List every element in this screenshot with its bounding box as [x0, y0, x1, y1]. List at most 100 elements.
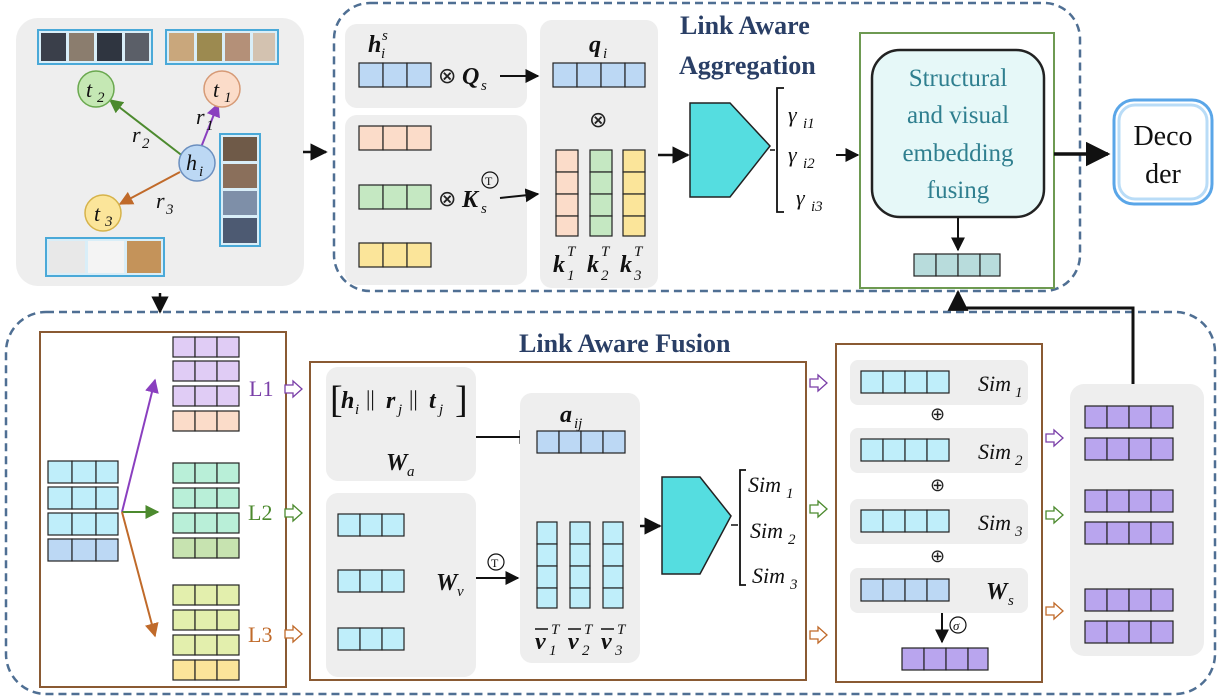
k3-column [622, 149, 646, 237]
wsim1-sub: 1 [1015, 385, 1023, 401]
fusion-output-vector [901, 647, 989, 671]
v2-sub: 2 [582, 643, 590, 659]
key-vector-1 [358, 125, 432, 151]
weighted-vector-ws [860, 578, 950, 602]
sim2-label: Sim [750, 518, 783, 543]
gamma-2-sub: i2 [803, 156, 815, 172]
k3-sub: 3 [633, 268, 642, 284]
Ws-sub: s [1008, 593, 1014, 609]
concat-bracket-left: [ [330, 379, 343, 421]
edge-r1-sub: 1 [206, 118, 214, 134]
fused-embedding-vector [913, 253, 1001, 277]
Ws-label: W [986, 579, 1009, 605]
oplus-3: ⊕ [930, 546, 945, 567]
k2-label: k [587, 252, 599, 278]
weighted-vector-1 [860, 370, 950, 394]
k2-column [589, 149, 613, 237]
image-strip-hi [219, 133, 261, 247]
hs-label: h [368, 32, 381, 58]
Ks-sub: s [481, 201, 487, 217]
v1-label: v [535, 629, 546, 655]
split-arrow-L1 [121, 378, 159, 513]
aggregation-title-2: Aggregation [679, 51, 816, 80]
weight-arrow-L3 [809, 625, 828, 645]
Wa-label: W [386, 450, 409, 476]
gamma-2: γ [788, 142, 798, 167]
aggregation-title-1: Link Aware [680, 11, 810, 40]
transpose-icon-k [481, 171, 499, 189]
level-L2: L2 [248, 500, 272, 525]
weight-arrow-L1 [809, 373, 828, 393]
split-arrow-L3 [121, 511, 159, 638]
aggregation-module [332, 1, 1082, 293]
output-vector-L1a [1084, 405, 1174, 429]
Wv-label: W [436, 570, 459, 596]
gamma-1: γ [788, 102, 798, 127]
concat-h: h [341, 388, 354, 414]
v1-column [536, 521, 558, 609]
gamma-3: γ [796, 185, 806, 210]
node-hi-sub: i [199, 164, 203, 180]
softmax-block-aggregation [689, 102, 771, 198]
sim3-sub: 3 [789, 577, 798, 593]
concat-bracket-right: ] [455, 379, 468, 421]
otimes-q: ⊗ [438, 64, 456, 89]
level-arrow-L1 [284, 379, 303, 399]
k1-sub: 1 [567, 268, 575, 284]
edge-r2-label: r [132, 122, 141, 147]
fusion-title: Link Aware Fusion [519, 329, 731, 358]
fusion-feedback-arrow [947, 289, 1135, 384]
a-sub: ij [574, 416, 582, 432]
node-t1-label: t [213, 77, 220, 102]
v3-sup: T [617, 622, 627, 638]
hs-sup: s [382, 28, 388, 44]
fusing-text-3: embedding [902, 140, 1014, 167]
Wa-sub: a [407, 464, 415, 480]
visual-vector-1 [337, 513, 405, 537]
Wv-sub: v [457, 584, 464, 600]
decoder-glow [1117, 103, 1209, 201]
k1-column [555, 149, 579, 237]
output-vector-L3b [1084, 620, 1174, 644]
matrix-L2 [172, 462, 240, 559]
edge-r3-label: r [156, 188, 165, 213]
image-strip-t3 [45, 237, 165, 277]
v3-column [602, 521, 624, 609]
node-t1-sub: 1 [224, 90, 232, 106]
weighted-vector-2 [860, 438, 950, 462]
concat-bar-1: || [366, 386, 375, 411]
sim1-label: Sim [748, 472, 781, 497]
fusion-module [4, 310, 1217, 696]
gamma-3-sub: i3 [811, 199, 823, 215]
node-t2-sub: 2 [97, 90, 105, 106]
k3-label: k [620, 252, 632, 278]
k3-sup: T [634, 244, 644, 260]
sim3-label: Sim [752, 563, 785, 588]
wsim3-label: Sim [978, 510, 1011, 535]
fusing-text-1: Structural [909, 65, 1008, 92]
transpose-icon-v [487, 553, 505, 571]
output-arrow-L1 [1045, 428, 1064, 448]
wsim2-label: Sim [978, 439, 1011, 464]
output-arrow-L2 [1045, 505, 1064, 525]
node-t2 [77, 70, 115, 108]
v2-sup: T [584, 622, 594, 638]
concat-t: t [429, 388, 437, 414]
q-label: q [589, 32, 601, 58]
sim-bracket [739, 469, 746, 586]
oplus-2: ⊕ [930, 475, 945, 496]
key-vector-3 [358, 242, 432, 268]
decoder-text-2: der [1145, 159, 1181, 190]
softmax-block-fusion [661, 476, 732, 575]
edge-r3-sub: 3 [165, 202, 174, 218]
visual-vector-2 [337, 569, 405, 593]
otimes-k: ⊗ [438, 187, 456, 212]
a-vector [536, 430, 626, 454]
concat-r-sub: j [396, 402, 402, 418]
edge-r1-label: r [196, 104, 205, 129]
node-hi [178, 144, 216, 182]
fusing-text-2: and visual [907, 102, 1009, 129]
node-t3-sub: 3 [104, 214, 113, 230]
node-t3-label: t [94, 201, 101, 226]
wsim3-sub: 3 [1014, 524, 1023, 540]
